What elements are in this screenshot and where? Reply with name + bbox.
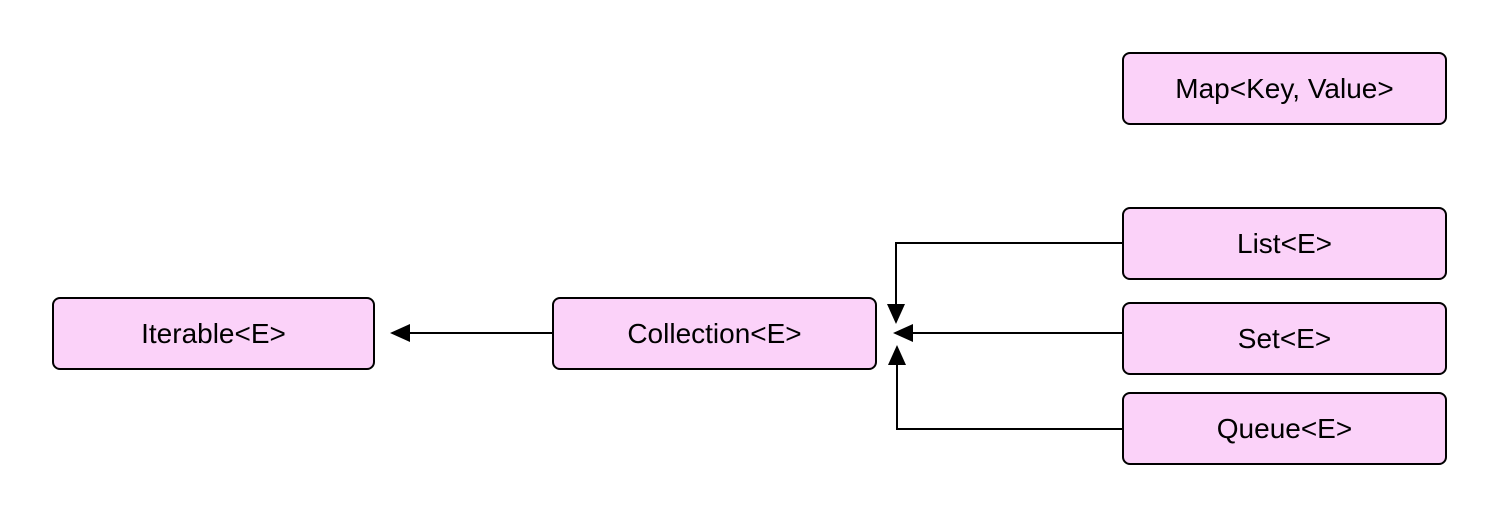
node-iterable-label: Iterable<E>	[141, 317, 286, 349]
node-list: List<E>	[1122, 207, 1447, 280]
node-collection-label: Collection<E>	[627, 317, 802, 349]
node-queue: Queue<E>	[1122, 392, 1447, 465]
node-queue-label: Queue<E>	[1216, 412, 1353, 444]
edge-list-to-collection	[887, 242, 1122, 324]
node-set: Set<E>	[1122, 302, 1447, 375]
node-collection: Collection<E>	[552, 297, 877, 370]
node-iterable: Iterable<E>	[52, 297, 375, 370]
edge-queue-to-collection	[888, 345, 1122, 430]
node-map: Map<Key, Value>	[1122, 52, 1447, 125]
node-map-label: Map<Key, Value>	[1175, 72, 1394, 104]
node-list-label: List<E>	[1237, 227, 1332, 259]
node-set-label: Set<E>	[1237, 322, 1332, 354]
